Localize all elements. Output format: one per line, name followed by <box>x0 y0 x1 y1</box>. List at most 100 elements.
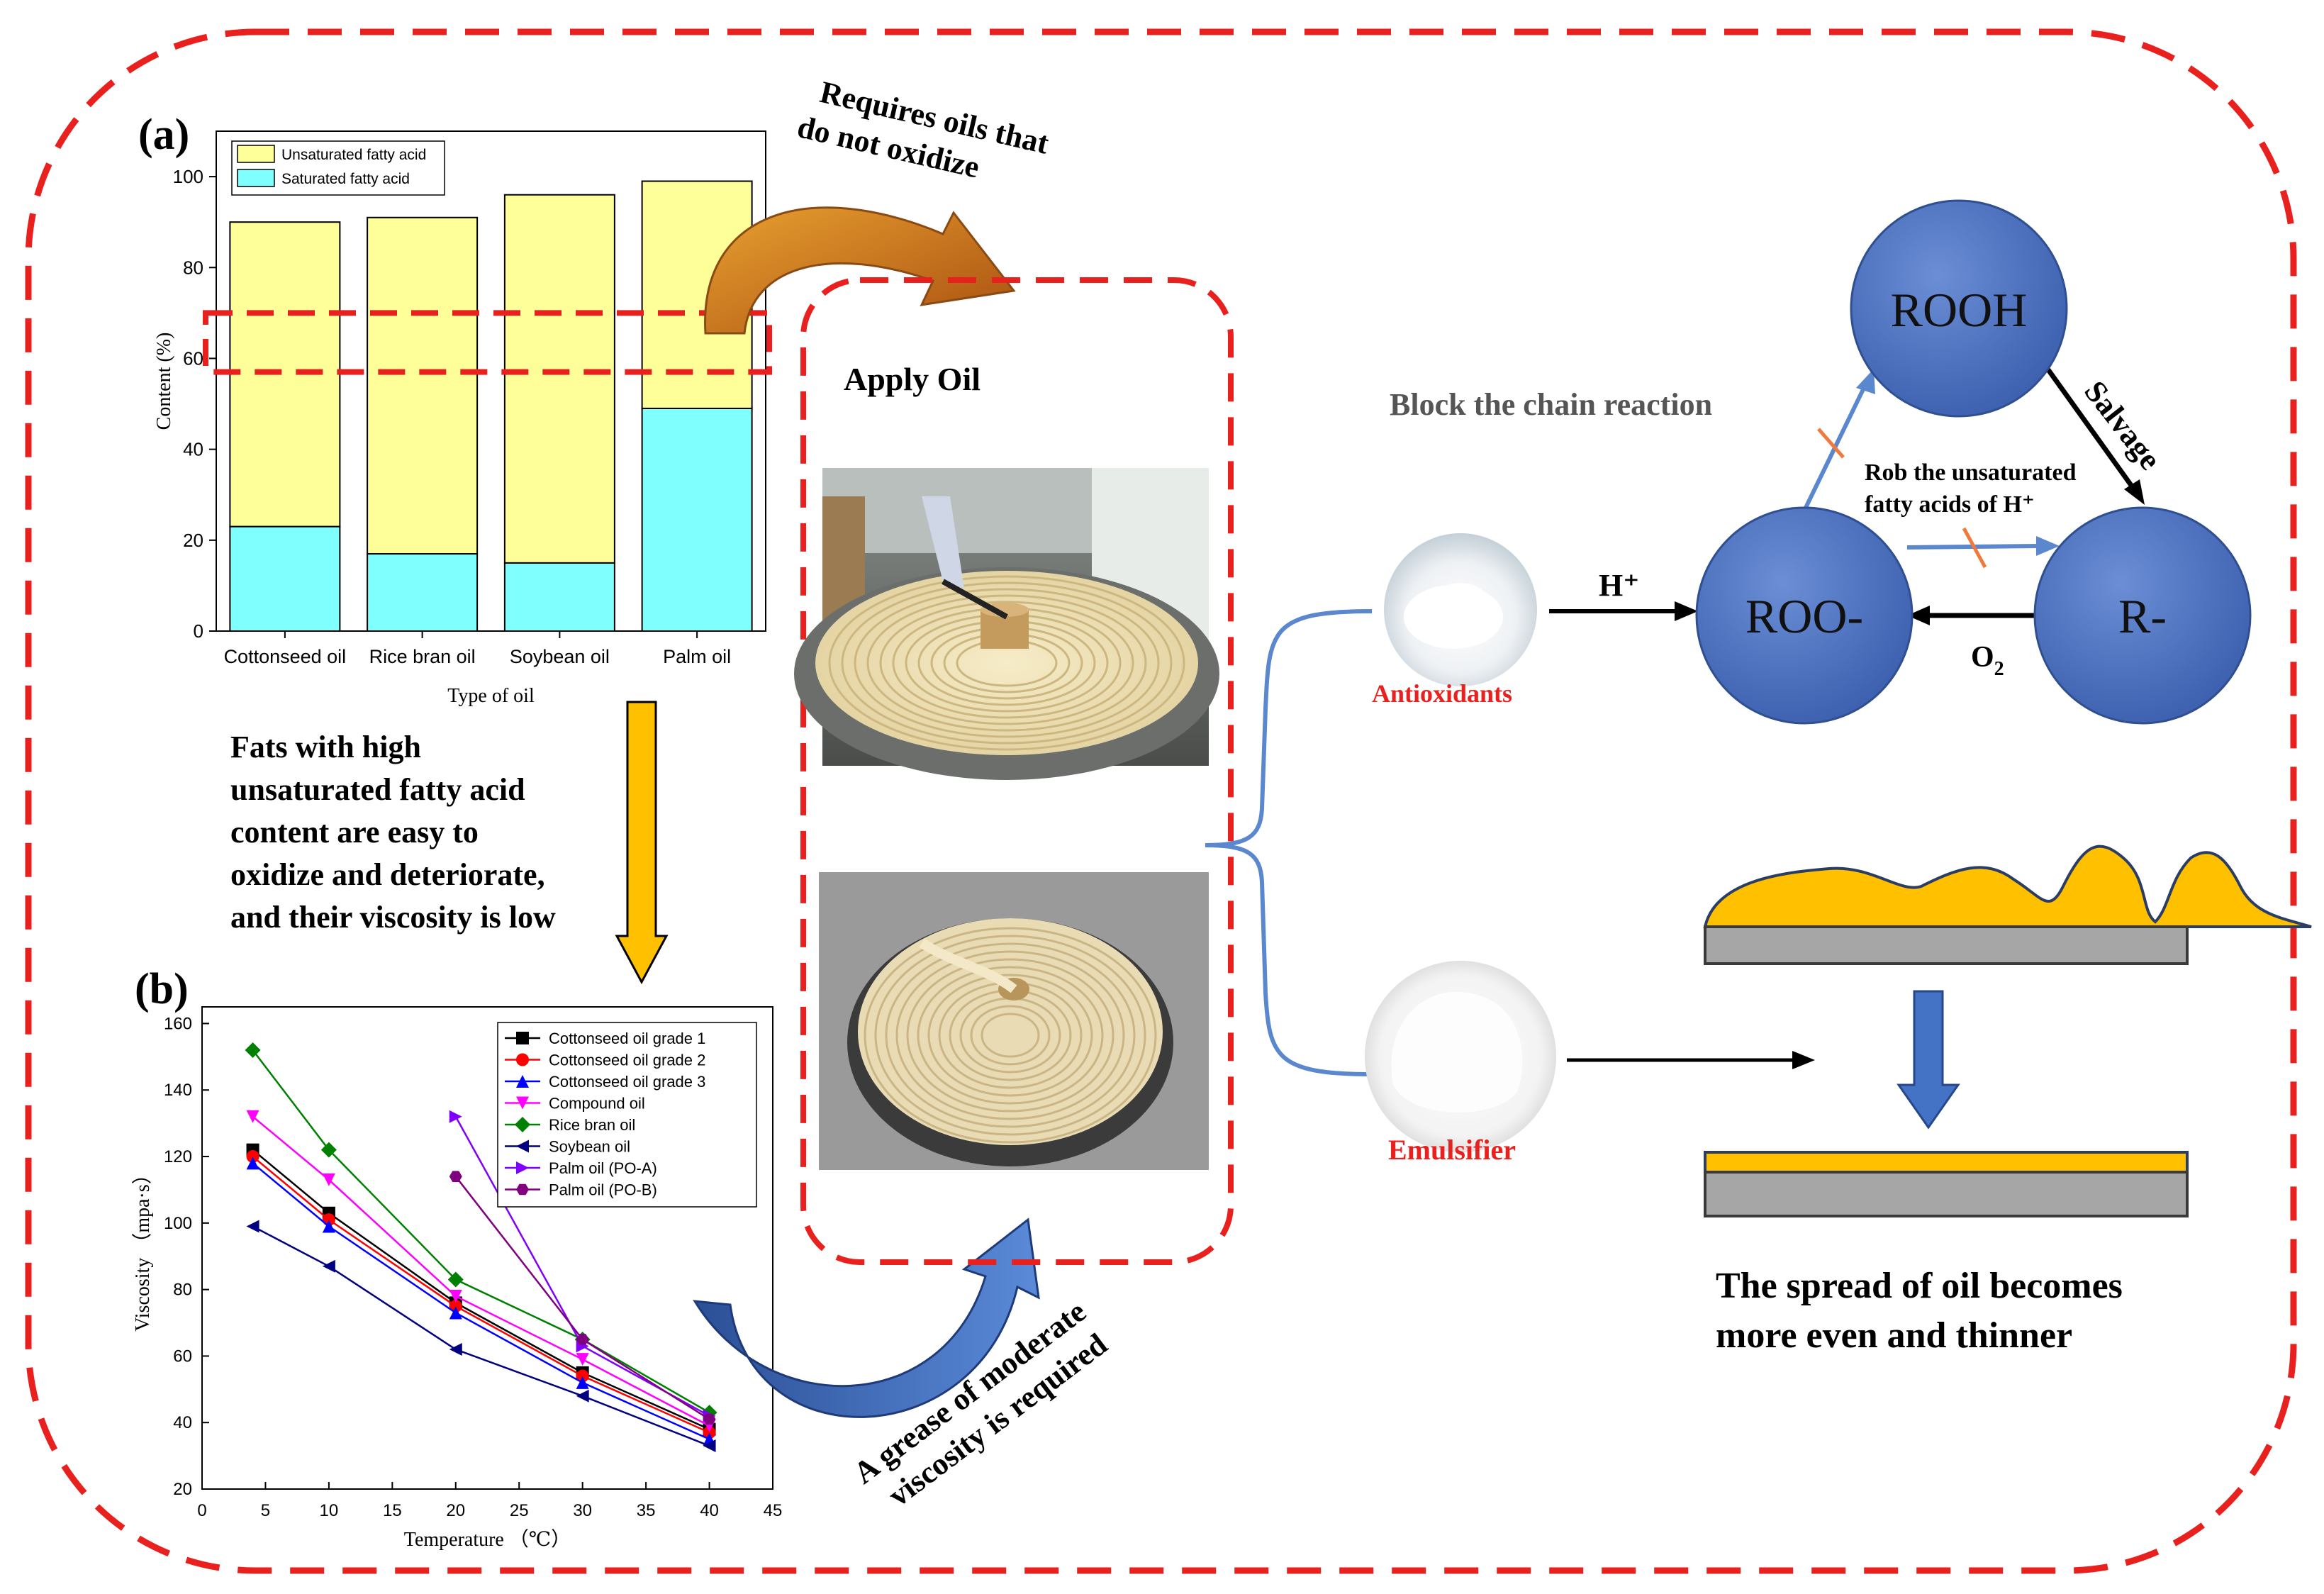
orange-curved-arrow <box>704 206 1016 335</box>
node-rooh: ROOH <box>1850 199 2068 418</box>
outer-frame <box>25 28 2297 1574</box>
data-point <box>449 1300 462 1313</box>
legend-label: Palm oil (PO-B) <box>549 1181 657 1199</box>
data-point <box>449 1290 462 1303</box>
x-tick-label: 25 <box>510 1501 529 1520</box>
series-line <box>252 1225 710 1447</box>
node-r: R- <box>2033 506 2252 725</box>
x-tick-label: 35 <box>637 1501 656 1520</box>
legend-label: Compound oil <box>549 1095 645 1113</box>
data-point <box>576 1389 589 1403</box>
requires-note: Requires oils that do not oxidize <box>794 72 1059 201</box>
y-tick-label: 80 <box>173 1281 192 1300</box>
legend-box <box>497 1022 757 1208</box>
y-tick-label: 20 <box>183 530 203 551</box>
legend-label: Unsaturated fatty acid <box>281 147 426 163</box>
y-tick-label: 140 <box>164 1081 192 1100</box>
rob-note: Rob the unsaturated fatty acids of H⁺ <box>1865 459 2082 518</box>
y-axis-label: Content (%) <box>153 333 175 430</box>
antioxidant-image <box>1384 533 1537 686</box>
data-point <box>516 1161 529 1174</box>
data-point <box>703 1439 716 1453</box>
rooh-salvage-arrow <box>2045 367 2136 491</box>
y-tick-label: 100 <box>164 1214 192 1233</box>
x-tick-label: 15 <box>383 1501 402 1520</box>
y-tick-label: 120 <box>164 1147 192 1166</box>
data-point <box>703 1413 716 1425</box>
coil-ring <box>828 575 1185 751</box>
x-tick-label: 40 <box>700 1501 719 1520</box>
data-point <box>322 1220 335 1233</box>
bar-saturated <box>229 525 341 632</box>
plot-frame <box>216 130 766 632</box>
data-point <box>516 1096 529 1110</box>
emulsifier-image <box>1365 961 1556 1152</box>
bar-saturated <box>367 553 479 632</box>
y-tick-label: 60 <box>173 1347 192 1366</box>
coil-ring <box>841 581 1173 745</box>
legend-swatch <box>237 145 275 163</box>
legend-label: Saturated fatty acid <box>281 171 410 187</box>
rooh-label: ROOH <box>1891 283 2028 337</box>
y-tick-label: 60 <box>183 347 203 369</box>
spread-note: The spread of oil becomes more even and … <box>1716 1266 2132 1356</box>
x-axis-label: Temperature （℃） <box>404 1528 571 1551</box>
data-point <box>576 1334 589 1345</box>
x-tick-label: 10 <box>320 1501 339 1520</box>
plot-frame <box>201 1006 773 1490</box>
coil-ring <box>874 935 1146 1136</box>
data-point <box>516 1075 529 1088</box>
data-point <box>703 1426 716 1439</box>
coil-ring <box>866 594 1147 732</box>
data-point <box>449 1306 462 1320</box>
yellow-down-arrow <box>615 701 669 985</box>
x-tick-label: 5 <box>261 1501 270 1520</box>
substrate-bottom <box>1704 1171 2189 1217</box>
spread-down-arrow <box>1896 990 1960 1130</box>
series-soybean-oil <box>246 1220 716 1453</box>
x-tick-label: Palm oil <box>663 646 731 667</box>
roo-label: ROO- <box>1745 589 1863 643</box>
blue-curved-arrow <box>693 1217 1040 1418</box>
bar-saturated <box>503 562 615 632</box>
x-axis-label: Type of oil <box>447 685 535 707</box>
block-chain-label: Block the chain reaction <box>1390 387 1712 422</box>
coil-ring <box>917 966 1104 1105</box>
coil-ring <box>927 974 1093 1097</box>
data-point <box>322 1259 335 1273</box>
o2-label: O2 <box>1971 641 2004 680</box>
data-point <box>576 1353 589 1366</box>
uneven-oil-layer <box>1703 845 2312 928</box>
data-point <box>322 1173 335 1186</box>
x-tick-label: 20 <box>446 1501 465 1520</box>
data-point <box>246 1110 259 1123</box>
coil-ring <box>864 927 1157 1144</box>
coil-ring <box>906 958 1114 1113</box>
bar-unsaturated <box>503 194 615 564</box>
coil-ring <box>895 950 1125 1120</box>
antioxidants-label: Antioxidants <box>1372 679 1512 708</box>
legend-label: Palm oil (PO-A) <box>549 1159 657 1177</box>
panel-b-label: (b) <box>135 965 189 1013</box>
data-point <box>449 1110 462 1123</box>
coil-ring <box>879 601 1134 725</box>
block-mark-2 <box>1962 527 1987 569</box>
bar-unsaturated <box>367 216 479 555</box>
y-tick-label: 40 <box>183 439 203 460</box>
x-tick-label: Soybean oil <box>510 646 610 667</box>
data-point <box>576 1376 589 1389</box>
data-point <box>516 1032 529 1044</box>
x-tick-label: 45 <box>764 1501 783 1520</box>
legend-label: Cottonseed oil grade 1 <box>549 1030 705 1047</box>
bar-unsaturated <box>229 221 341 528</box>
coil-ring <box>885 942 1136 1128</box>
y-tick-label: 0 <box>194 620 203 642</box>
coil-ring <box>970 1005 1051 1066</box>
data-point <box>449 1171 462 1182</box>
y-tick-label: 20 <box>173 1480 192 1499</box>
r-label: R- <box>2118 589 2167 643</box>
x-tick-label: 30 <box>573 1501 592 1520</box>
legend-label: Soybean oil <box>549 1138 630 1156</box>
